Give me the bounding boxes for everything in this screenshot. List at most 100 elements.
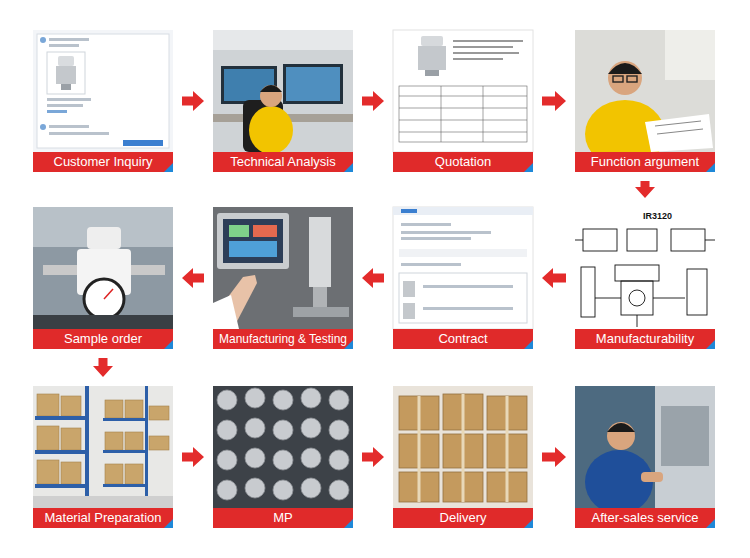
- flow-arrow: [182, 447, 204, 467]
- warehouse-photo-part-part: [61, 462, 81, 484]
- contract-screenshot-part: [401, 209, 417, 213]
- technical-drawing-part-part: [621, 281, 653, 315]
- service-photo-part: [661, 406, 709, 466]
- warehouse-photo-part: [37, 394, 169, 484]
- step-label-bar: Function argument: [575, 152, 715, 172]
- engineer-photo-part: [665, 30, 715, 80]
- office-photo-part: [249, 106, 293, 154]
- mass-production-photo-part-part: [301, 448, 321, 468]
- regulator-sample-photo: [33, 207, 173, 329]
- process-step-card: Customer Inquiry: [33, 30, 173, 172]
- step-label-bar: Material Preparation: [33, 508, 173, 528]
- chat-screenshot-part: [47, 104, 83, 107]
- step-label: Material Preparation: [44, 508, 161, 528]
- process-step-card: Delivery: [393, 386, 533, 528]
- flow-arrow: [362, 268, 384, 288]
- step-label: MP: [273, 508, 293, 528]
- contract-screenshot: [393, 207, 533, 329]
- step-label-bar: Manufacturing & Testing: [213, 329, 353, 349]
- step-label-bar: After-sales service: [575, 508, 715, 528]
- process-step-card: Quotation: [393, 30, 533, 172]
- process-step-card: Contract: [393, 207, 533, 349]
- mass-production-photo-part-part: [273, 480, 293, 500]
- contract-screenshot-part: [403, 303, 415, 319]
- mass-production-photo: [213, 386, 353, 508]
- process-step-card: Technical Analysis: [213, 30, 353, 172]
- testing-machine-photo-part: [253, 225, 277, 237]
- chat-screenshot-part: [47, 98, 91, 101]
- technical-drawing-part-part: [705, 240, 715, 241]
- process-step-card: Sample order: [33, 207, 173, 349]
- technical-drawing-part-part: [637, 315, 638, 327]
- regulator-sample-photo-part: [131, 265, 165, 275]
- step-label: Manufacturability: [596, 329, 694, 349]
- mass-production-photo-part-part: [329, 420, 349, 440]
- service-photo-part: [607, 422, 635, 450]
- warehouse-photo-part-part: [105, 400, 123, 418]
- technical-drawing-part-part: [595, 298, 621, 299]
- service-photo: [575, 386, 715, 514]
- contract-screenshot-part: [401, 223, 451, 226]
- mass-production-photo-part-part: [273, 390, 293, 410]
- technical-drawing-part-part: [687, 269, 707, 315]
- step-label: Delivery: [440, 508, 487, 528]
- contract-screenshot-part: [423, 307, 513, 310]
- warehouse-photo-part-part: [105, 464, 123, 484]
- contract-screenshot-part: [401, 231, 491, 234]
- engineer-photo: [575, 30, 715, 168]
- technical-drawing-part-part: [581, 267, 595, 317]
- chat-screenshot-part: [123, 140, 163, 146]
- testing-machine-photo-part: [213, 295, 239, 329]
- flow-arrow: [542, 268, 566, 288]
- technical-drawing-part-part: [629, 290, 645, 306]
- warehouse-photo-part-part: [35, 416, 85, 420]
- contract-screenshot-part: [401, 237, 471, 240]
- chat-screenshot-part: [47, 110, 67, 113]
- technical-drawing-part-part: [627, 229, 657, 251]
- quotation-document-part: [399, 86, 527, 142]
- mass-production-photo-part: [217, 388, 349, 500]
- flow-arrow: [362, 91, 384, 111]
- mass-production-photo-part-part: [245, 478, 265, 498]
- warehouse-photo-part-part: [145, 386, 148, 508]
- step-label-bar: Contract: [393, 329, 533, 349]
- cartons-photo: [393, 386, 533, 508]
- mass-production-photo-part-part: [217, 420, 237, 440]
- chat-screenshot-part: [40, 124, 46, 130]
- flow-arrow: [182, 91, 204, 111]
- cartons-photo-part-part: [462, 394, 465, 502]
- testing-machine-photo-part: [217, 213, 289, 269]
- testing-machine-photo-part: [309, 217, 331, 287]
- chat-screenshot-part: [49, 125, 89, 128]
- warehouse-photo-part-part: [37, 460, 59, 484]
- quotation-document-part: [453, 58, 503, 60]
- mass-production-photo-part-part: [301, 388, 321, 408]
- regulator-sample-photo-part: [104, 289, 113, 299]
- quotation-document-part: [453, 46, 513, 48]
- mass-production-photo-part-part: [329, 390, 349, 410]
- chat-screenshot-part: [58, 56, 74, 66]
- warehouse-photo-part-part: [103, 484, 147, 487]
- process-step-card: Function argument: [575, 30, 715, 172]
- technical-drawing-part: [575, 207, 715, 329]
- step-label: Manufacturing & Testing: [219, 329, 347, 349]
- step-label: After-sales service: [592, 508, 699, 528]
- warehouse-photo-part-part: [103, 450, 147, 453]
- flow-arrow: [542, 91, 566, 111]
- quotation-document: [393, 30, 533, 152]
- quotation-document-part: [399, 96, 527, 97]
- flow-arrow: [362, 447, 384, 467]
- quotation-document-part: [483, 86, 484, 142]
- step-label-bar: Delivery: [393, 508, 533, 528]
- flow-arrow: [93, 358, 113, 377]
- quotation-document-part: [441, 86, 442, 142]
- chat-screenshot-part: [47, 52, 85, 94]
- testing-machine-photo-part: [229, 241, 277, 257]
- regulator-sample-photo-part: [87, 227, 121, 249]
- warehouse-photo-part-part: [105, 432, 123, 450]
- engineer-photo-part: [627, 76, 637, 82]
- mass-production-photo-part-part: [301, 478, 321, 498]
- warehouse-photo-part: [35, 386, 148, 508]
- technical-drawing-part-part: [583, 229, 617, 251]
